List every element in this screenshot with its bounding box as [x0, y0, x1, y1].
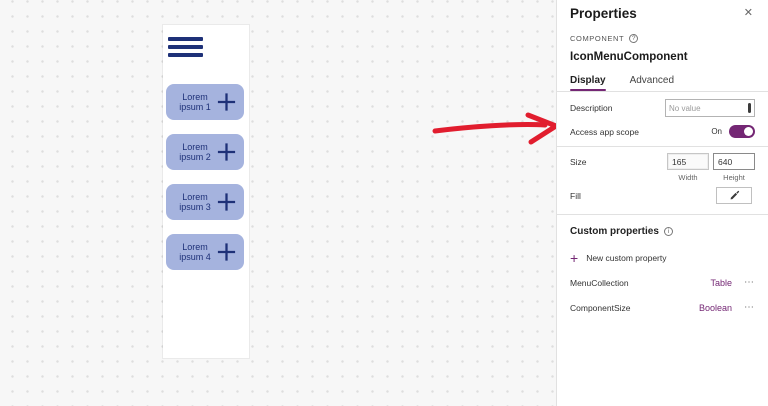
plus-icon: + — [570, 250, 579, 266]
toggle-knob — [744, 127, 753, 136]
custom-property-row: ComponentSize Boolean ⋯ — [570, 292, 755, 317]
width-sublabel: Width — [678, 173, 698, 182]
menu-item-label: Lorem ipsum 1 — [179, 91, 211, 113]
size-label: Size — [570, 157, 587, 167]
tab-display[interactable]: Display — [570, 75, 606, 91]
description-input-field[interactable] — [669, 103, 743, 113]
menu-item-button[interactable]: Lorem ipsum 3 — [166, 184, 244, 220]
plus-icon — [217, 93, 236, 111]
menu-item-button[interactable]: Lorem ipsum 1 — [166, 84, 244, 120]
panel-title: Properties — [570, 6, 637, 21]
hamburger-icon[interactable] — [168, 37, 203, 61]
divider — [557, 91, 768, 92]
input-grip-icon — [748, 103, 751, 113]
height-sublabel: Height — [723, 173, 745, 182]
menu-item-label: Lorem ipsum 3 — [179, 191, 211, 213]
red-arrow-annotation — [432, 112, 559, 145]
menu-item-button[interactable]: Lorem ipsum 2 — [166, 134, 244, 170]
fill-color-picker-button[interactable] — [716, 187, 752, 204]
close-icon[interactable]: ✕ — [743, 7, 753, 19]
custom-property-name: MenuCollection — [570, 277, 629, 288]
icon-menu-component-preview[interactable]: Lorem ipsum 1 Lorem ipsum 2 Lorem ipsum 3 L… — [163, 25, 249, 358]
access-app-scope-toggle[interactable] — [729, 125, 755, 138]
custom-properties-heading: Custom properties — [570, 226, 659, 237]
description-input[interactable] — [665, 99, 755, 117]
custom-property-type-link[interactable]: Boolean — [698, 302, 732, 313]
tab-advanced[interactable]: Advanced — [629, 75, 675, 86]
menu-item-button[interactable]: Lorem ipsum 4 — [166, 234, 244, 270]
fill-label: Fill — [570, 190, 581, 201]
help-icon[interactable]: ? — [629, 34, 639, 43]
height-input[interactable] — [713, 153, 755, 170]
divider — [557, 146, 768, 147]
design-canvas[interactable]: Lorem ipsum 1 Lorem ipsum 2 Lorem ipsum 3 L… — [0, 0, 559, 406]
tab-bar: Display Advanced — [570, 75, 755, 91]
divider — [557, 214, 768, 215]
info-icon[interactable]: i — [663, 227, 673, 236]
new-custom-property-button[interactable]: + New custom property — [570, 237, 755, 267]
width-input[interactable] — [667, 153, 709, 170]
custom-property-type-link[interactable]: Table — [710, 277, 732, 288]
menu-buttons: Lorem ipsum 1 Lorem ipsum 2 Lorem ipsum 3 L… — [166, 84, 246, 284]
new-custom-property-label: New custom property — [586, 253, 667, 263]
custom-property-row: MenuCollection Table ⋯ — [570, 267, 755, 292]
more-options-icon[interactable]: ⋯ — [744, 302, 755, 313]
menu-item-label: Lorem ipsum 4 — [179, 241, 211, 263]
toggle-state-label: On — [711, 127, 722, 136]
custom-property-list: MenuCollection Table ⋯ ComponentSize Boolean… — [570, 267, 755, 317]
plus-icon — [217, 143, 236, 161]
description-label: Description — [570, 103, 613, 113]
plus-icon — [217, 243, 236, 261]
access-app-scope-label: Access app scope — [570, 126, 639, 137]
plus-icon — [217, 193, 236, 211]
component-section-label: COMPONENT — [570, 34, 625, 43]
component-name: IconMenuComponent — [570, 51, 688, 63]
eyedropper-icon — [730, 190, 739, 200]
custom-property-name: ComponentSize — [570, 302, 631, 313]
properties-panel: Properties ✕ COMPONENT ? IconMenuCompone… — [556, 0, 768, 406]
more-options-icon[interactable]: ⋯ — [744, 277, 755, 288]
menu-item-label: Lorem ipsum 2 — [179, 141, 211, 163]
